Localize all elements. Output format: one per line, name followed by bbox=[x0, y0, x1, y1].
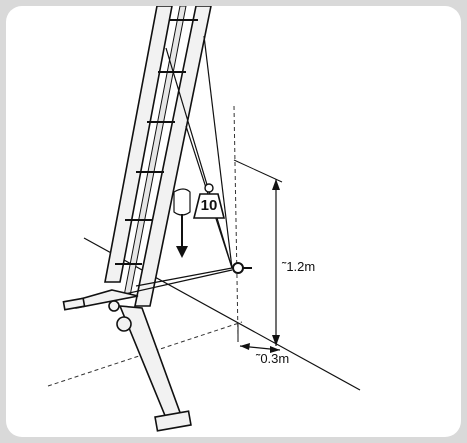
weight-icon bbox=[192, 193, 226, 219]
ladder-stabiliser bbox=[62, 289, 192, 432]
height-dim-extension-top bbox=[233, 159, 283, 183]
pull-arrow-head bbox=[176, 246, 188, 258]
wall-dashed-line bbox=[233, 105, 239, 337]
wall-anchor-ring bbox=[232, 262, 244, 274]
offset-arrow-left bbox=[240, 343, 250, 350]
ladder-rail-left bbox=[104, 6, 173, 283]
weight-handle bbox=[204, 183, 214, 193]
offset-dimension-label: ˜0.3m bbox=[256, 351, 290, 366]
offset-arrow-right bbox=[270, 346, 280, 353]
hand-icon bbox=[173, 188, 191, 216]
ladder-tie-diagram bbox=[47, 6, 361, 432]
weight-value: 10 bbox=[200, 197, 218, 214]
ladder-rail-right bbox=[134, 6, 212, 307]
diagram-panel: 10 ˜1.2m ˜0.3m bbox=[6, 6, 461, 437]
ground-dashed-line bbox=[47, 321, 243, 387]
ladder-rungs bbox=[115, 19, 198, 265]
tie-ropes bbox=[115, 35, 233, 297]
height-dimension-label: ˜1.2m bbox=[282, 259, 316, 274]
height-arrow-top bbox=[272, 179, 280, 190]
height-arrow-bottom bbox=[272, 335, 280, 346]
